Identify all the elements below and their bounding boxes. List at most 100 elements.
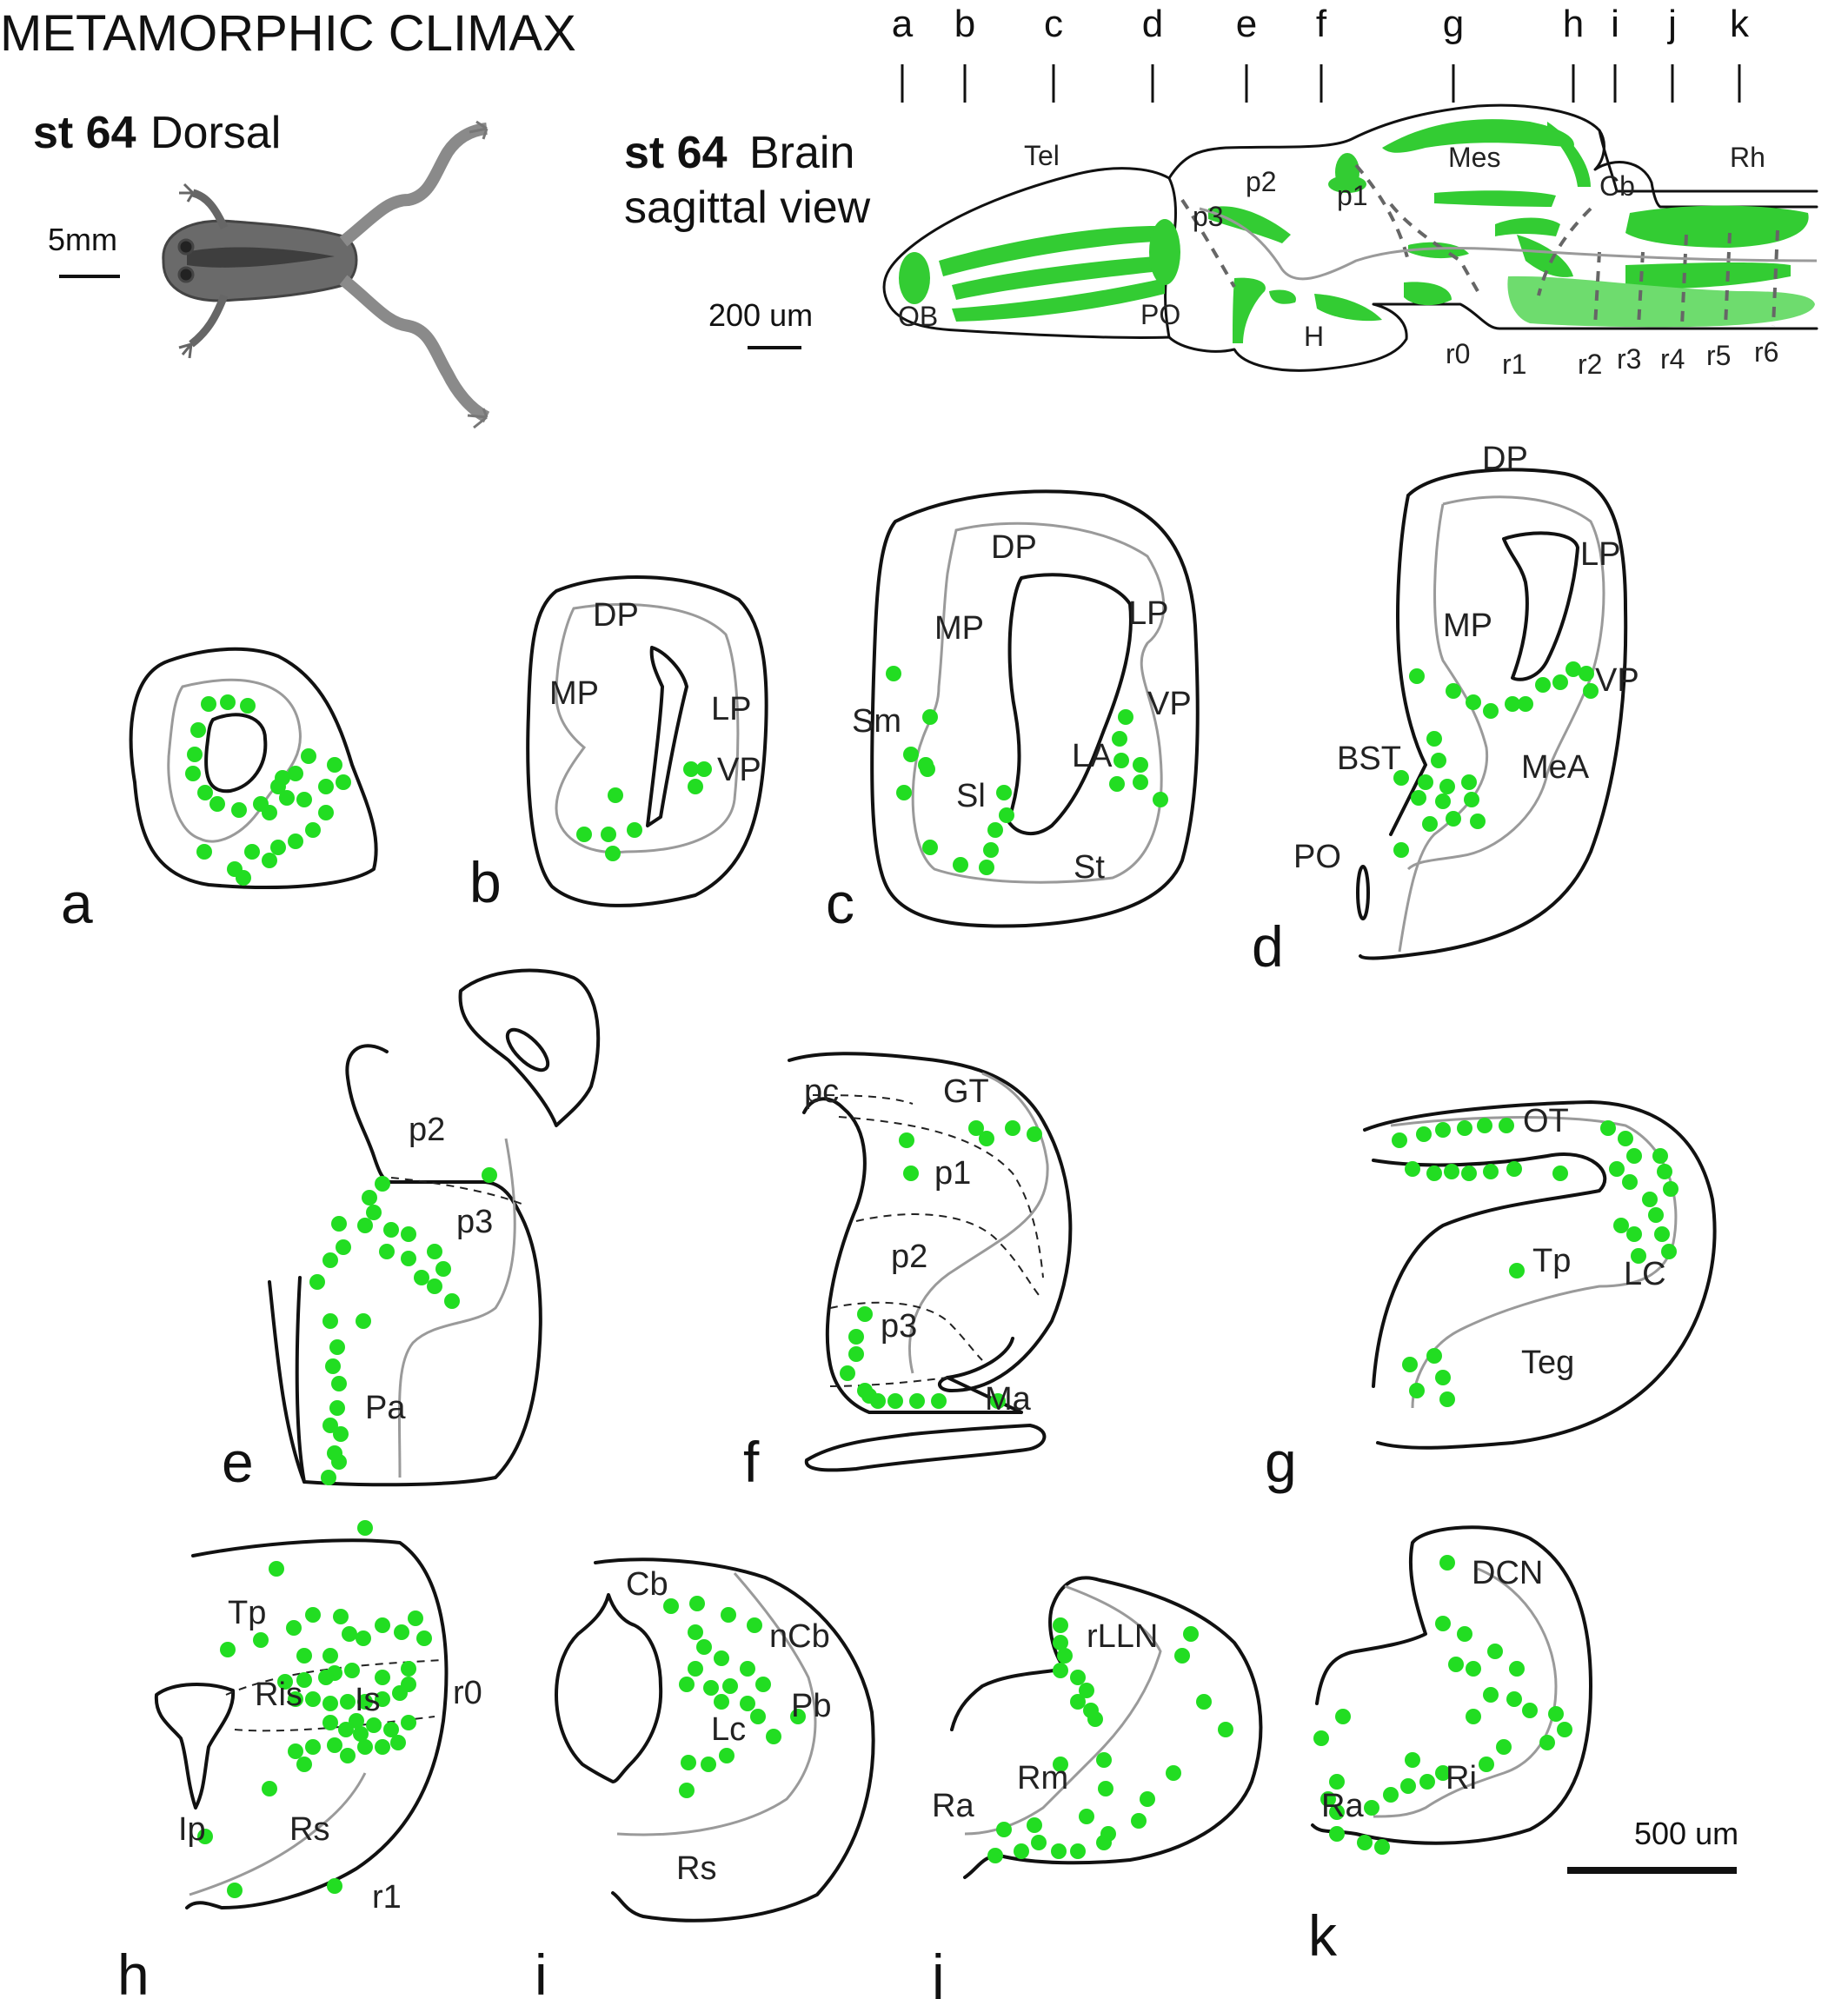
label-d-bst: BST [1337,740,1401,777]
labelled-cell-dot [1096,1835,1112,1850]
label-c-lp: LP [1128,595,1168,632]
label-r6: r6 [1754,336,1778,368]
labelled-cell-dot [1405,1161,1420,1177]
labelled-cell-dot [269,1561,284,1577]
labelled-cell-dot [1070,1694,1086,1710]
section-g-dots [1392,1118,1678,1407]
r2-r3-border [1637,251,1645,327]
labelled-cell-dot [1661,1244,1677,1259]
labelled-cell-dot [1053,1757,1068,1772]
labelled-cell-dot [1466,694,1481,710]
section-f-inner [908,1072,1049,1374]
labelled-cell-dot [321,1470,336,1485]
labelled-cell-dot [296,792,312,807]
labelled-cell-dot [1005,1120,1020,1136]
labelled-cell-dot [220,694,236,710]
labelled-cell-dot [696,761,712,777]
labelled-cell-dot [848,1329,864,1345]
labelled-cell-dot [1174,1648,1190,1664]
panel-letter-d: d [1252,914,1284,979]
labelled-cell-dot [408,1610,423,1626]
labelled-cell-dot [1409,668,1425,684]
labelled-cell-dot [357,1218,373,1233]
labelled-cell-dot [325,1358,341,1374]
section-tick-letter-g: g [1443,3,1464,45]
labelled-cell-dot [336,774,351,790]
labelled-cell-dot [329,1400,345,1416]
labelled-cell-dot [1027,1126,1042,1142]
labelled-cell-dot [383,1722,399,1737]
labelled-cell-dot [1112,731,1127,747]
label-f-p1: p1 [934,1155,971,1192]
labelled-cell-dot [322,1252,338,1268]
labelled-cell-dot [322,1648,338,1664]
labelled-cell-dot [1648,1207,1664,1223]
label-f-gt: GT [943,1073,989,1110]
section-i-outline [594,1557,875,1923]
labelled-cell-dot [987,1848,1003,1863]
labelled-cell-dot [688,1624,703,1640]
labelled-cell-dot [1483,1164,1499,1179]
labelled-cell-dot [1509,1661,1525,1677]
labelled-cell-dot [1535,677,1551,693]
label-ob: OB [898,301,938,332]
labelled-cell-dot [1218,1722,1233,1737]
section-b-ventricle [646,646,688,827]
labelled-cell-dot [1464,792,1479,807]
panel-k: DCN Ri Ra k [1308,1525,1592,1968]
labelled-cell-dot [1446,811,1461,827]
labelled-cell-dot [288,1743,303,1759]
section-f-p3-border [829,1301,983,1361]
labelled-cell-dot [1383,1787,1399,1803]
section-c-dots [886,666,1168,875]
section-a-inner [167,678,302,843]
labelled-cell-dot [688,779,703,794]
labelled-cell-dot [401,1661,416,1677]
labelled-cell-dot [427,1278,442,1294]
section-k-inner [1373,1567,1558,1818]
labelled-cell-dot [1418,774,1433,790]
labelled-cell-dot [903,747,919,762]
labelled-cell-dot [1439,1555,1455,1571]
labelled-cell-dot [755,1677,771,1692]
labelled-cell-dot [270,840,286,855]
labelled-cell-dot [1329,1804,1345,1820]
labelled-cell-dot [1496,1739,1512,1755]
tel-expression-2 [952,256,1160,300]
labelled-cell-dot [681,1755,696,1770]
label-f-p2: p2 [891,1239,927,1275]
mes-ventral-expression-2 [1408,242,1469,259]
labelled-cell-dot [416,1630,432,1646]
labelled-cell-dot [663,1598,679,1614]
labelled-cell-dot [196,844,212,860]
labelled-cell-dot [920,761,935,777]
labelled-cell-dot [714,1694,729,1710]
labelled-cell-dot [903,1166,919,1181]
labelled-cell-dot [740,1696,755,1711]
label-h-r0: r0 [453,1675,482,1711]
p3-expression [1233,277,1266,343]
labelled-cell-dot [1335,1709,1351,1724]
labelled-cell-dot [394,1624,409,1640]
brain-view-line2: sagittal view [624,183,871,233]
labelled-cell-dot [790,1709,806,1724]
labelled-cell-dot [1487,1644,1503,1659]
section-g-inner [1390,1116,1678,1409]
labelled-cell-dot [1579,666,1594,681]
labelled-cell-dot [1196,1694,1212,1710]
labelled-cell-dot [1466,1661,1481,1677]
labelled-cell-dot [340,1694,356,1710]
labelled-cell-dot [990,1393,1006,1409]
labelled-cell-dot [1448,1657,1464,1672]
labelled-cell-dot [1548,1706,1564,1722]
labelled-cell-dot [750,1709,766,1724]
labelled-cell-dot [931,1393,947,1409]
labelled-cell-dot [1552,1166,1568,1181]
labelled-cell-dot [701,1757,716,1772]
labelled-cell-dot [1166,1765,1181,1781]
section-f-body [802,1097,1023,1414]
labelled-cell-dot [353,1726,369,1742]
tel-expression-3 [952,278,1165,322]
labelled-cell-dot [1626,1226,1642,1242]
labelled-cell-dot [1140,1791,1155,1807]
